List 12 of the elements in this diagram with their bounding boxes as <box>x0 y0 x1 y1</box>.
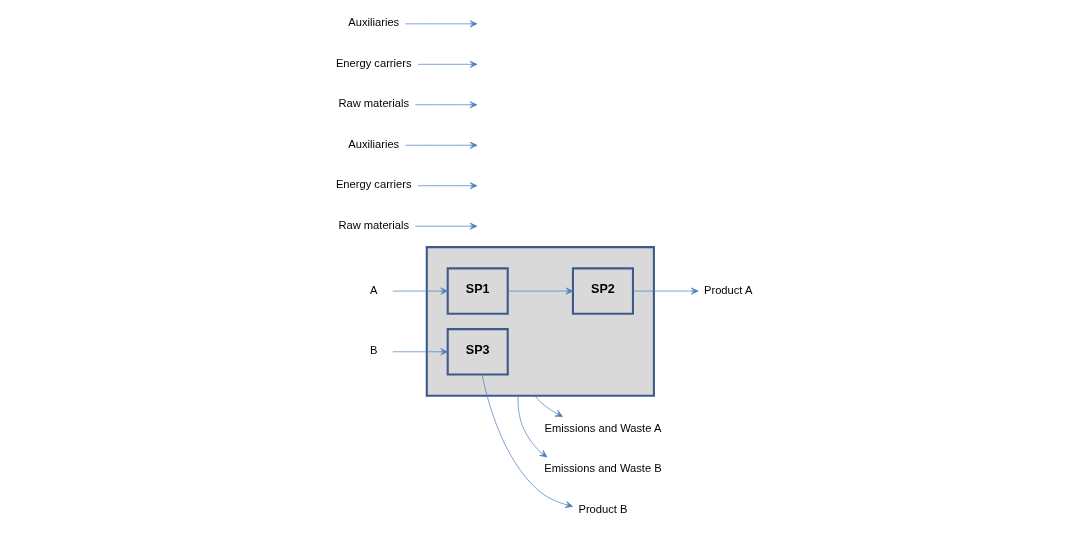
node-text: Emissions and Waste B <box>543 462 662 475</box>
node-text: A <box>369 283 377 296</box>
node-text: Raw materials <box>337 97 409 110</box>
node-text: Raw materials <box>337 218 409 231</box>
node-text: Product A <box>703 283 752 296</box>
node-text: B <box>369 344 377 357</box>
node-text: Energy carriers <box>335 178 412 191</box>
node-text: Product B <box>577 502 627 515</box>
node-text: Auxiliaries <box>347 16 399 29</box>
node-text: Auxiliaries <box>347 137 399 150</box>
node-text: Emissions and Waste A <box>544 421 661 434</box>
node-text: Energy carriers <box>335 56 412 69</box>
